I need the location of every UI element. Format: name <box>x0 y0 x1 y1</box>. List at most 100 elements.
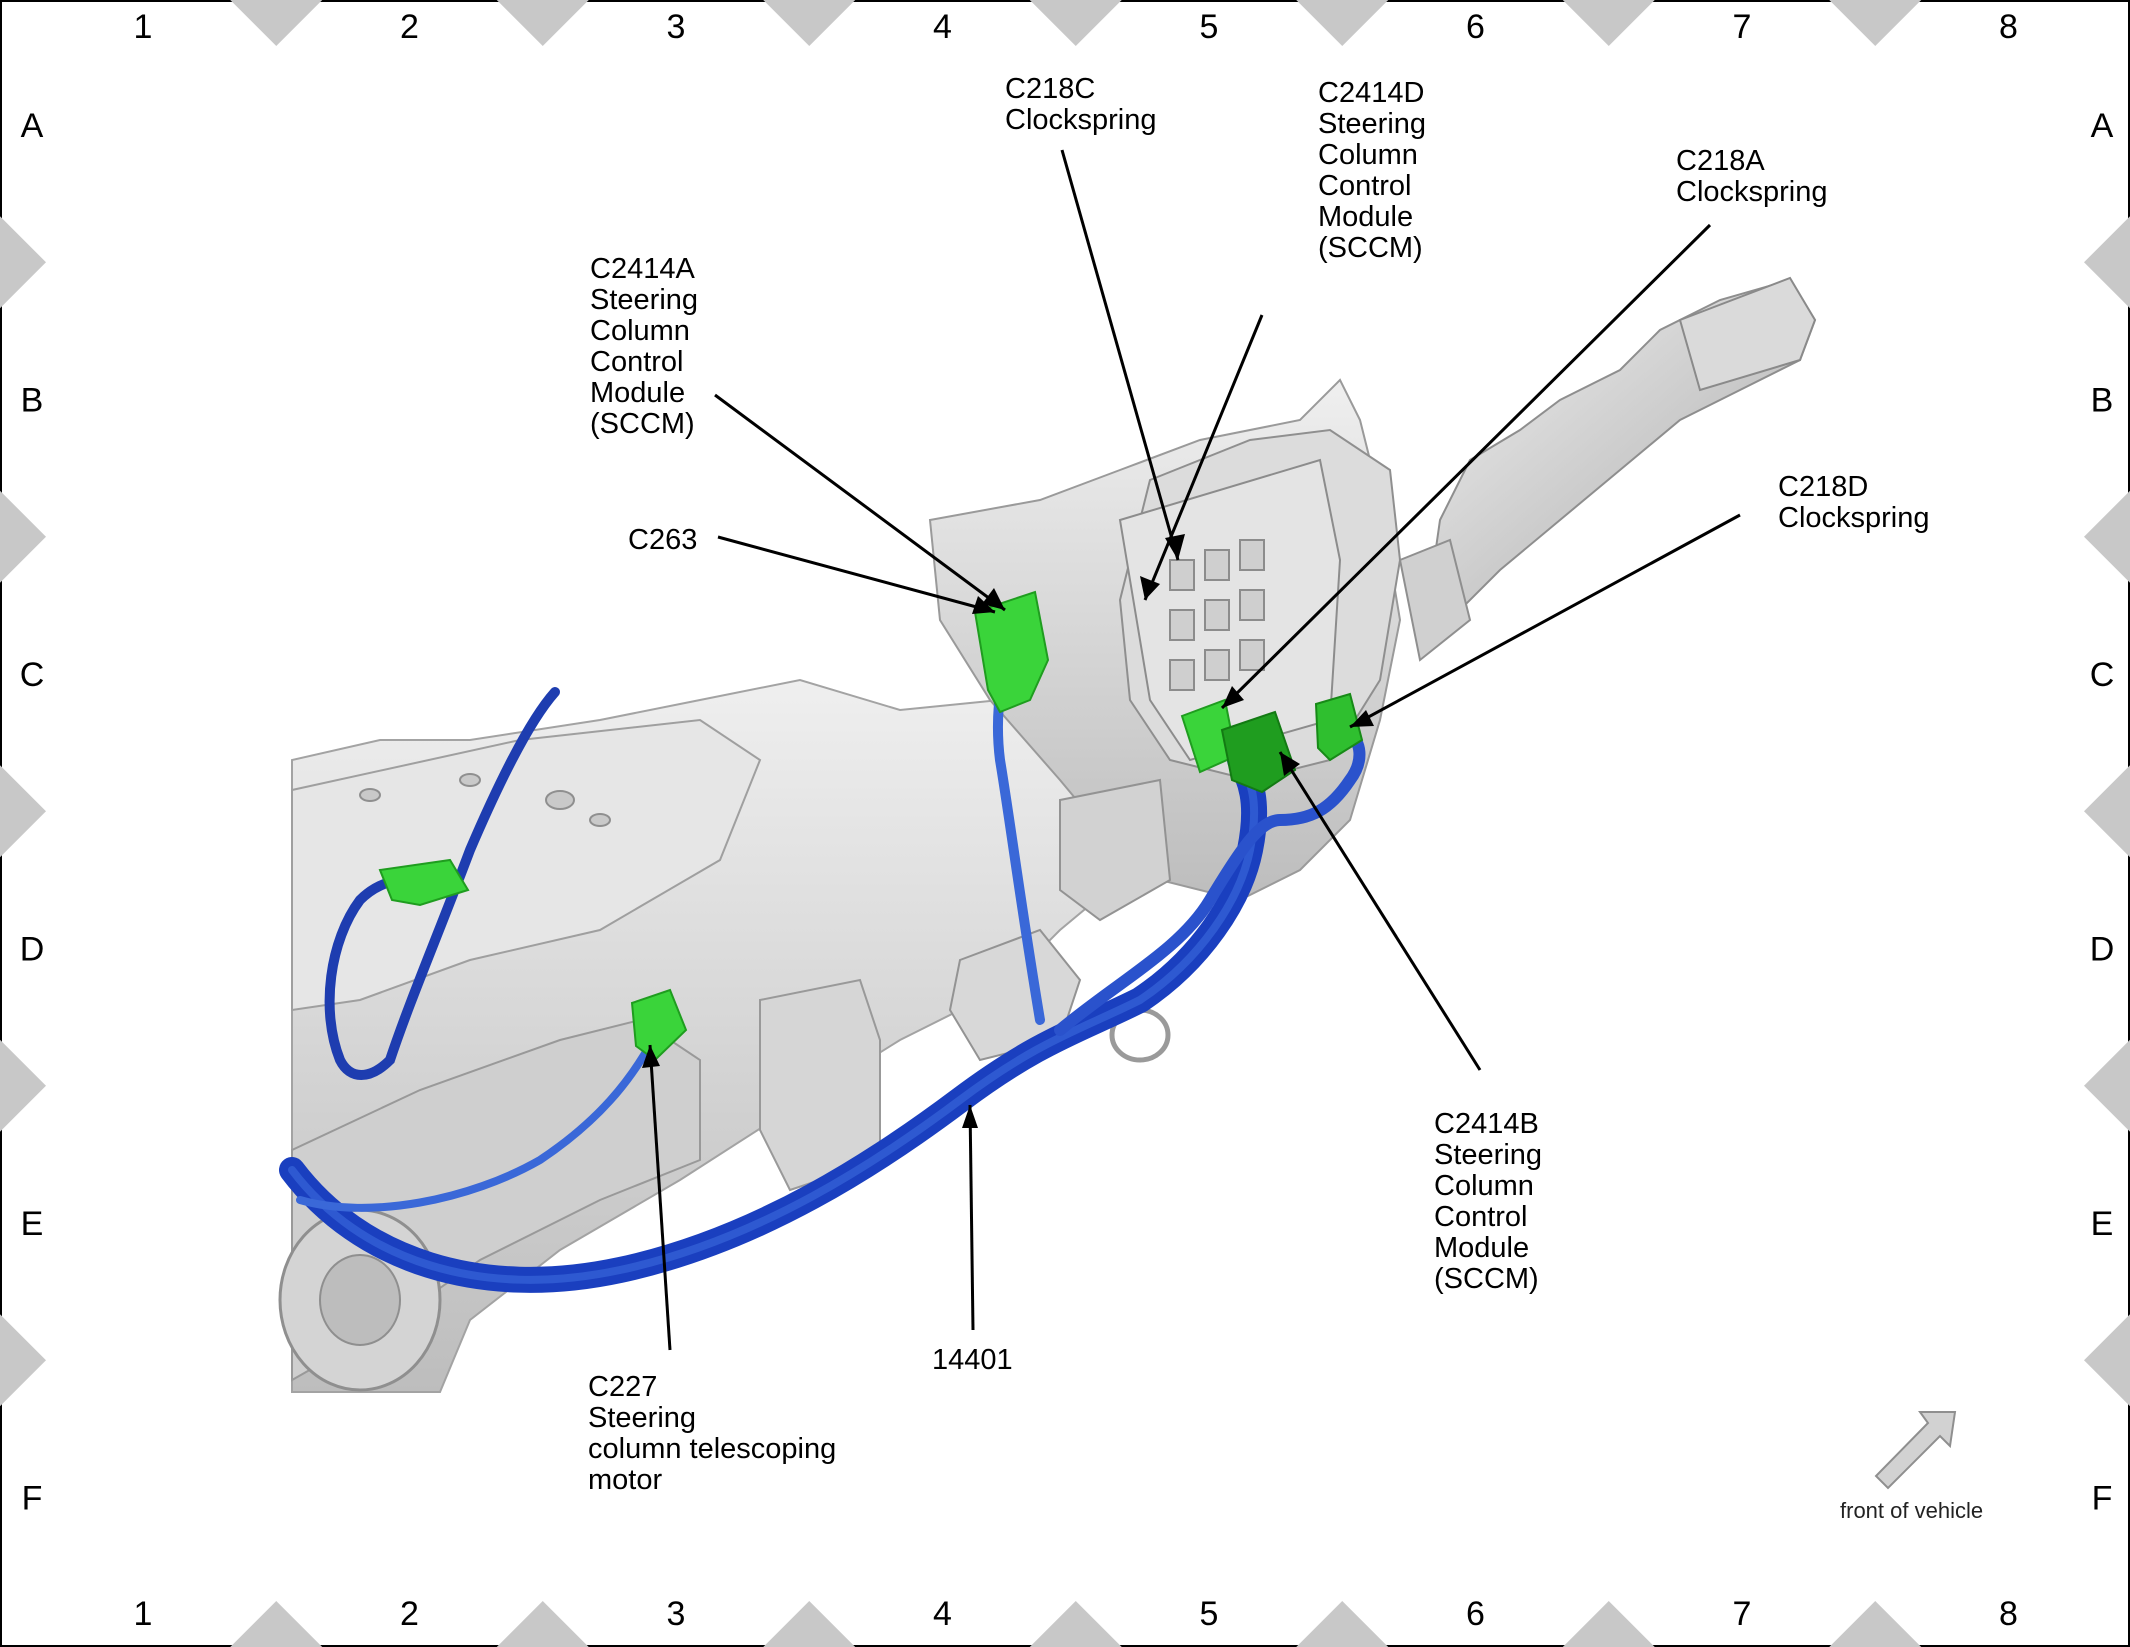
grid-tick-diamond <box>2084 1314 2130 1407</box>
leader-c218a <box>1220 223 1712 710</box>
grid-tick-diamond <box>0 1039 46 1132</box>
callout-line: C2414D <box>1318 77 1424 109</box>
grid-tick-diamond <box>1296 1601 1389 1647</box>
grid-tick-diamond <box>496 1601 589 1647</box>
callout-line: 14401 <box>932 1344 1013 1376</box>
connector-left <box>378 858 470 907</box>
harness-branch-c218d <box>1054 729 1366 1036</box>
callout-line: (SCCM) <box>1434 1263 1539 1295</box>
leader-c263 <box>717 535 996 614</box>
grid-row-label-left: E <box>21 1205 44 1243</box>
front-of-vehicle-label: front of vehicle <box>1840 1498 1983 1523</box>
grid-tick-diamond <box>2084 216 2130 309</box>
callout-line: Module <box>1434 1232 1529 1264</box>
grid-tick-diamond <box>1296 0 1389 46</box>
front-of-vehicle-indicator: front of vehicle <box>1840 1411 1983 1523</box>
grid-row-label-right: A <box>2091 107 2114 145</box>
grid-row-label-left: C <box>20 656 45 694</box>
callout-line: column telescoping <box>588 1433 836 1465</box>
callout-line: C218C <box>1005 73 1095 105</box>
grid-tick-diamond <box>1829 1601 1922 1647</box>
callout-line: C227 <box>588 1371 657 1403</box>
grid-column-label-top: 1 <box>134 8 153 46</box>
callout-line: Module <box>590 377 685 409</box>
grid-row-label-right: C <box>2090 656 2115 694</box>
grid-tick-diamond <box>1029 0 1122 46</box>
grid-column-label-bottom: 7 <box>1733 1595 1752 1633</box>
callout-line: Control <box>1318 170 1412 202</box>
grid-tick-diamond <box>0 216 46 309</box>
grid-column-label-bottom: 6 <box>1466 1595 1485 1633</box>
grid-tick-diamond <box>230 1601 323 1647</box>
callout-14401: 14401 <box>932 1344 1013 1376</box>
callout-line: Steering <box>1434 1139 1542 1171</box>
grid-tick-diamond <box>230 0 323 46</box>
callout-line: Column <box>590 315 690 347</box>
grid-column-label-top: 8 <box>1999 8 2018 46</box>
grid-tick-diamond <box>763 0 856 46</box>
callout-line: Steering <box>590 284 698 316</box>
leader-c218d <box>1349 513 1741 729</box>
grid-tick-diamond <box>0 765 46 858</box>
callout-line: Steering <box>1318 108 1426 140</box>
leader-c2414a <box>714 393 1006 612</box>
front-arrow-icon <box>1874 1411 1957 1490</box>
grid-column-label-bottom: 8 <box>1999 1595 2018 1633</box>
callout-c263: C263 <box>628 524 697 556</box>
leader-lines <box>648 149 1741 1351</box>
callout-line: C2414A <box>590 253 695 285</box>
connectors <box>378 590 1364 1062</box>
leader-14401 <box>968 1104 975 1331</box>
connector-c2414b <box>1220 710 1297 794</box>
grid-row-label-left: F <box>22 1480 43 1518</box>
grid-tick-diamond <box>1829 0 1922 46</box>
grid-column-label-bottom: 1 <box>134 1595 153 1633</box>
grid-column-label-top: 5 <box>1200 8 1219 46</box>
callout-line: C2414B <box>1434 1108 1539 1140</box>
callout-line: Clockspring <box>1778 502 1930 534</box>
grid-tick-diamond <box>0 1314 46 1407</box>
leader-c218c <box>1060 149 1180 561</box>
grid-row-label-left: B <box>21 382 44 420</box>
sccm-ribs <box>1169 539 1265 691</box>
grid-column-label-top: 4 <box>933 8 952 46</box>
callout-line: Steering <box>588 1402 696 1434</box>
callout-line: Clockspring <box>1005 104 1157 136</box>
grid-row-label-right: D <box>2090 931 2115 969</box>
connector-c227 <box>630 988 688 1062</box>
callout-line: C218D <box>1778 471 1868 503</box>
grid-tick-diamond <box>763 1601 856 1647</box>
callout-line: Column <box>1318 139 1418 171</box>
callout-line: C263 <box>628 524 697 556</box>
wiring-harness <box>279 657 1366 1293</box>
connector-c263 <box>973 590 1050 714</box>
grid-column-label-bottom: 3 <box>667 1595 686 1633</box>
grid-column-label-bottom: 4 <box>933 1595 952 1633</box>
grid-column-label-top: 6 <box>1466 8 1485 46</box>
leader-c227 <box>648 1044 672 1351</box>
callout-line: Control <box>590 346 684 378</box>
callout-line: C218A <box>1676 145 1765 177</box>
leader-c2414b <box>1278 751 1482 1071</box>
grid-column-label-top: 2 <box>400 8 419 46</box>
grid-tick-diamond <box>496 0 589 46</box>
grid-column-label-bottom: 2 <box>400 1595 419 1633</box>
callout-line: Clockspring <box>1676 176 1828 208</box>
harness-branch-c227 <box>296 1041 654 1212</box>
grid-row-label-right: F <box>2092 1480 2113 1518</box>
grid-column-label-bottom: 5 <box>1200 1595 1219 1633</box>
lever-tip <box>1678 276 1817 392</box>
grid-tick-diamond <box>2084 765 2130 858</box>
callout-line: Module <box>1318 201 1413 233</box>
harness-branch-left <box>324 687 560 1080</box>
grid-row-label-left: A <box>21 107 44 145</box>
